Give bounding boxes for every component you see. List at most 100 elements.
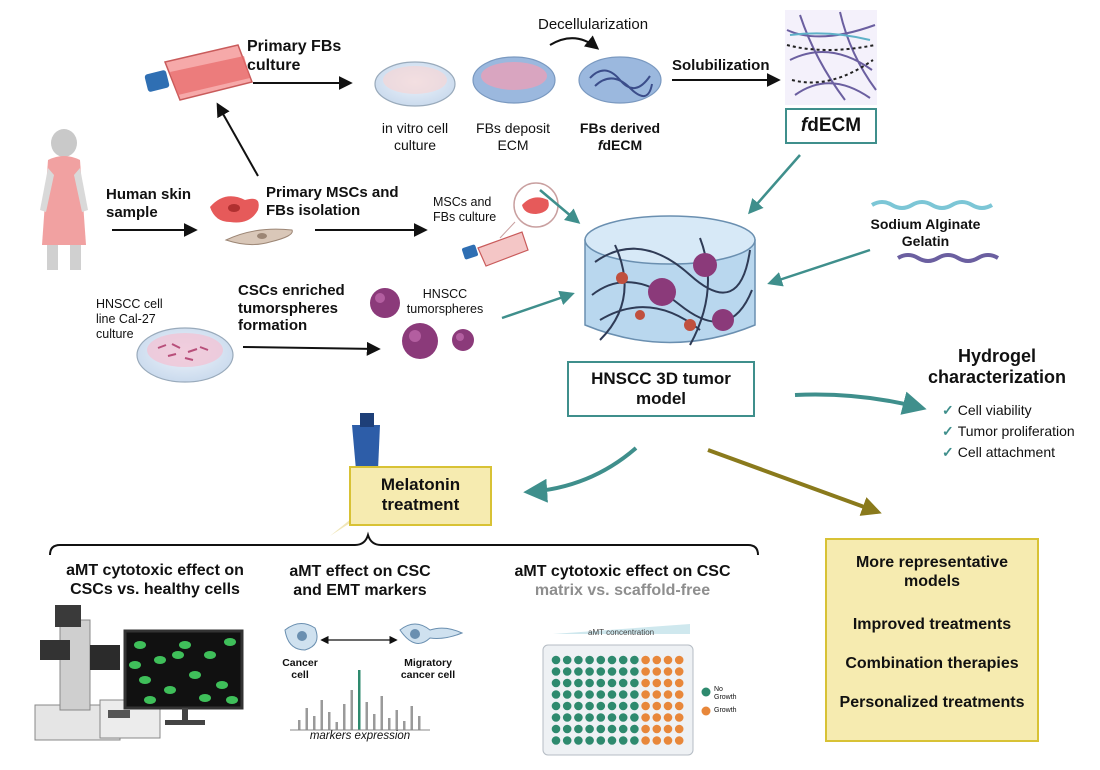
well [596, 690, 606, 699]
marker-bar [395, 710, 398, 730]
well [607, 690, 617, 699]
well [585, 655, 594, 665]
well [607, 736, 617, 745]
well [574, 701, 583, 711]
well [551, 724, 561, 734]
marker-bar [350, 690, 353, 730]
check-item-label: Cell viability [957, 402, 1032, 418]
well [663, 655, 673, 665]
well [596, 713, 606, 722]
hnscc-cell-line-label: HNSCC cell line Cal-27 culture [96, 297, 163, 341]
well [551, 655, 561, 665]
check-item: ✓Tumor proliferation [942, 421, 1075, 442]
in-vitro-label: in vitro cell culture [381, 120, 449, 153]
human-skin-label: Human skin sample [106, 186, 192, 221]
well [630, 655, 639, 665]
well [652, 713, 662, 722]
fdecm-f: f [800, 115, 808, 136]
well [663, 701, 673, 711]
markers-expression-bars [298, 670, 421, 730]
fluorescent-cell [129, 661, 141, 669]
marker-bar [388, 718, 391, 730]
well [551, 678, 561, 688]
well [663, 736, 673, 745]
well [562, 736, 572, 745]
well [562, 701, 572, 711]
decellularized-dish-icon [578, 56, 662, 104]
well [562, 678, 572, 688]
decellularization-label: Decellularization [538, 16, 649, 33]
fluorescent-cell [172, 651, 184, 659]
melatonin-treatment-box: Melatonin treatment [349, 466, 492, 526]
cscs-enriched-label: CSCs enriched tumorspheres formation [238, 282, 345, 335]
migratory-cell-icon [399, 623, 464, 644]
legend-no-growth-swatch [701, 687, 711, 697]
well [551, 713, 561, 722]
well [585, 690, 594, 699]
well [596, 724, 606, 734]
well [674, 701, 684, 711]
in-vitro-dish-icon [374, 61, 456, 107]
well [630, 667, 639, 676]
fluorescent-cell [189, 671, 201, 679]
cancer-cell-icon [284, 623, 318, 651]
legend-growth-swatch [701, 706, 711, 716]
outcome-item: Improved treatments [852, 616, 1012, 633]
well [585, 701, 594, 711]
fdecm-box: fdECM [785, 108, 877, 144]
well [663, 667, 673, 676]
fbs-derived-label: FBs derived fdECM [565, 120, 675, 153]
well [641, 701, 650, 711]
arrow-model-to-outcomes [707, 448, 882, 516]
hydrogel-model-image [584, 215, 756, 346]
check-item: ✓Cell viability [942, 400, 1075, 421]
outcomes-box: More representative models Improved trea… [825, 538, 1039, 742]
well [674, 713, 684, 722]
marker-bar [320, 700, 323, 730]
well [574, 667, 583, 676]
primary-fbs-culture-label: Primary FBs culture [247, 38, 342, 74]
well [607, 655, 617, 665]
well [674, 690, 684, 699]
migratory-cell-label: Migratory cancer cell [400, 657, 456, 682]
well [607, 713, 617, 722]
well [674, 655, 684, 665]
well [596, 667, 606, 676]
arrow-dish-to-spheres [242, 341, 381, 356]
marker-bar [298, 720, 301, 730]
well [618, 690, 628, 699]
fluorescent-cell [224, 638, 236, 646]
well [674, 724, 684, 734]
col3-title-line2: matrix vs. scaffold-free [534, 581, 711, 599]
well [562, 667, 572, 676]
marker-bar [403, 721, 406, 730]
arrows [112, 35, 927, 516]
well-plate-icon [542, 624, 694, 756]
fdecm-rest: dECM [807, 115, 862, 136]
outcome-item: More representative models [855, 554, 1009, 590]
fbs-derived-f: f [597, 136, 603, 153]
marker-bar [410, 706, 413, 730]
results-bracket [49, 531, 759, 556]
well [652, 701, 662, 711]
fluorescent-cell [144, 696, 156, 704]
well [652, 724, 662, 734]
well [652, 655, 662, 665]
monitor-fluorescent-cells [129, 638, 238, 704]
well [596, 736, 606, 745]
mscs-flask-icon [462, 182, 559, 267]
marker-bar [358, 670, 361, 730]
well [574, 690, 583, 699]
patient-figure-icon [40, 129, 88, 270]
well [562, 713, 572, 722]
well [641, 678, 650, 688]
marker-bar [335, 722, 338, 730]
col3-title-line1: aMT cytotoxic effect on CSC [514, 563, 731, 580]
tumorspheres-icon [370, 288, 474, 359]
well [630, 678, 639, 688]
arrow-decellularization [549, 35, 600, 50]
well [607, 667, 617, 676]
fdecm-fibers-image [785, 10, 877, 105]
well [585, 678, 594, 688]
